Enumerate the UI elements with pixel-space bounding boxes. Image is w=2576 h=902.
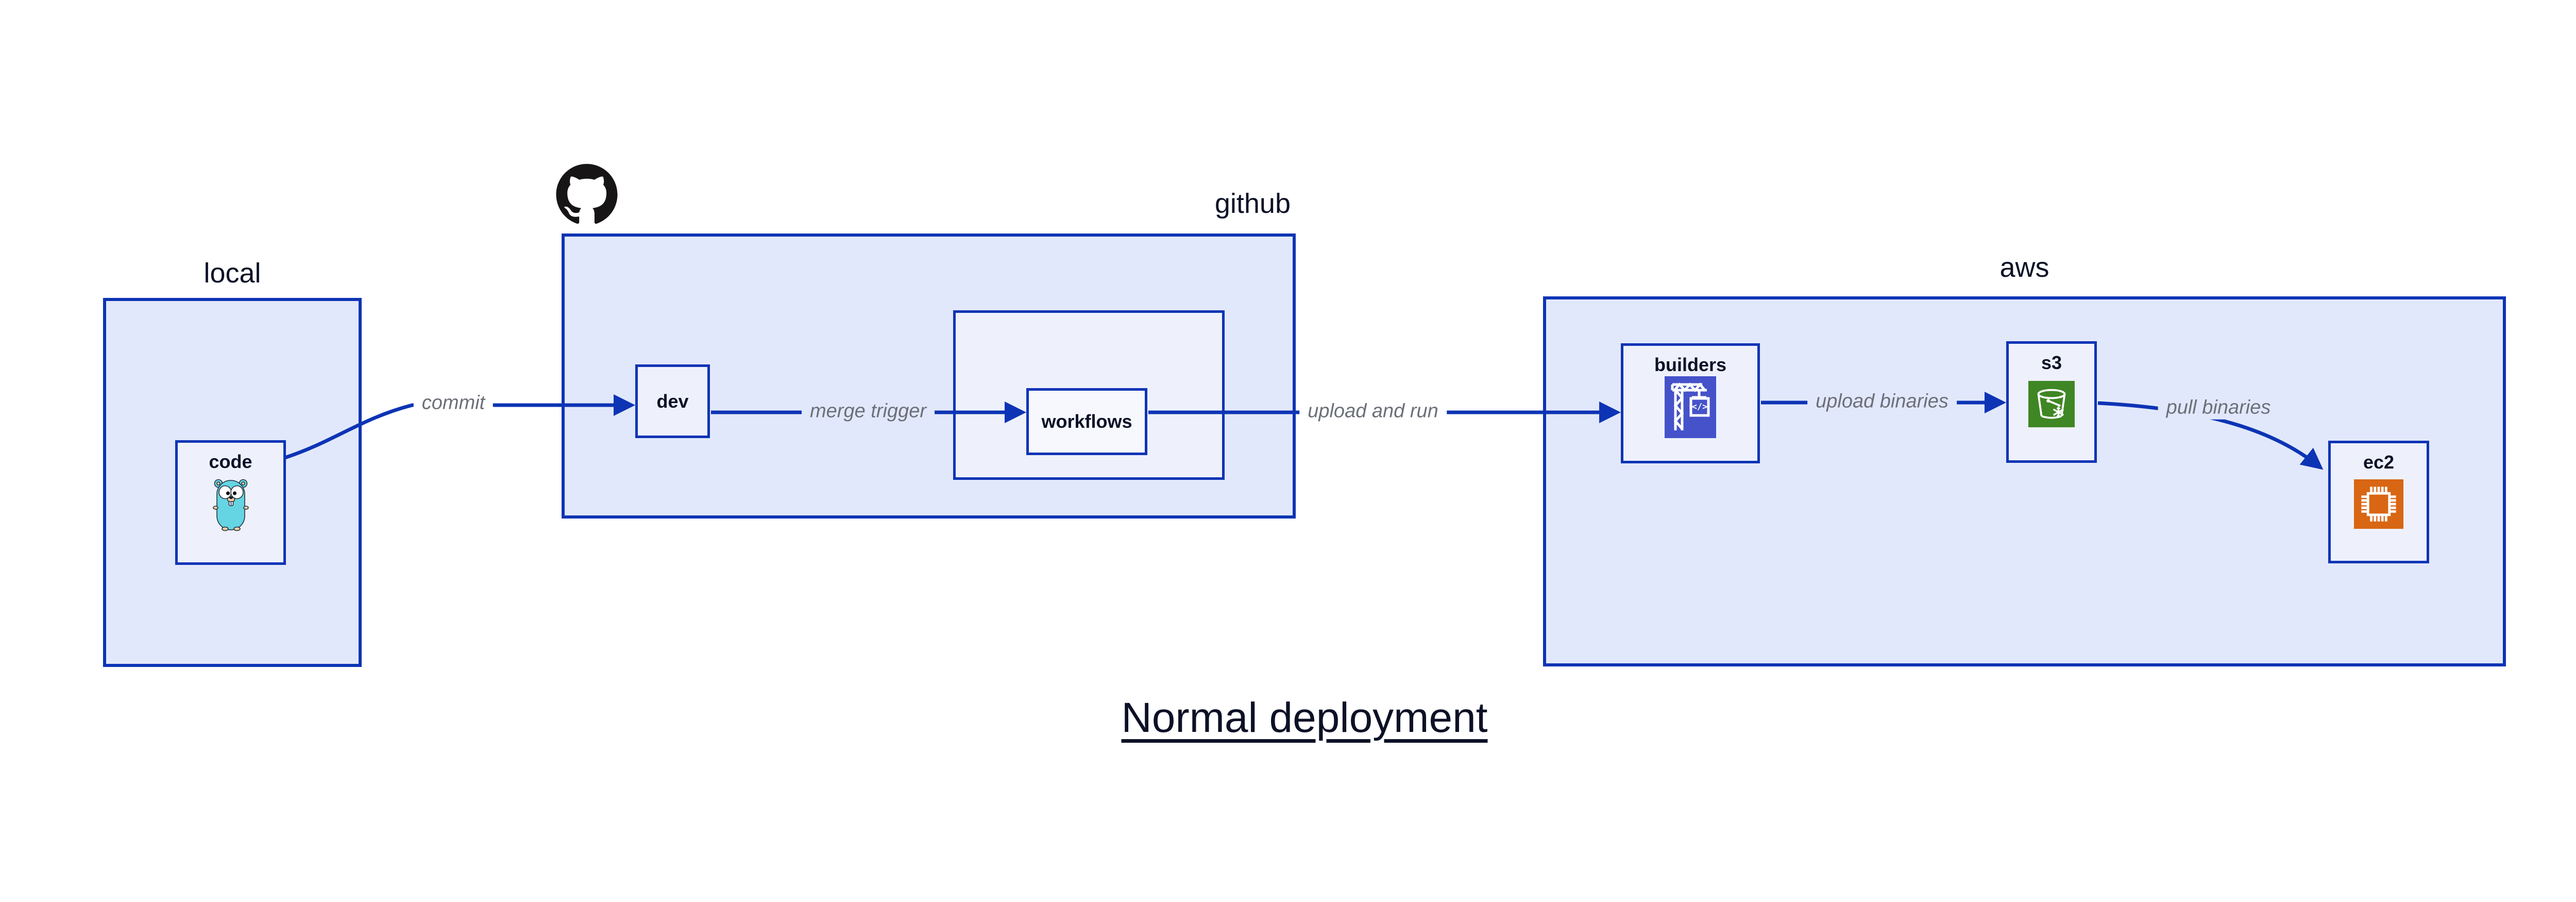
upload-binaries-edge-label: upload binaries <box>1807 389 1957 413</box>
merge-trigger-edge-label: merge trigger <box>802 399 935 423</box>
code-node-label: code <box>209 451 252 472</box>
commit-edge <box>284 394 635 460</box>
builders-node: builders </> <box>1621 343 1760 463</box>
code-node: code <box>175 440 286 565</box>
github-octocat-icon <box>556 164 618 224</box>
go-gopher-icon <box>212 479 249 531</box>
aws-ec2-chip-icon <box>2354 479 2403 529</box>
github-group-label: github <box>1214 188 1291 219</box>
s3-node-label: s3 <box>2041 352 2062 373</box>
pull-binaries-edge-label: pull binaries <box>2158 395 2279 420</box>
dev-node-label: dev <box>656 390 689 412</box>
builders-node-label: builders <box>1654 354 1727 375</box>
pull-binaries-edge <box>2097 401 2324 470</box>
upload-and-run-edge-label: upload and run <box>1299 399 1447 423</box>
ec2-node: ec2 <box>2328 441 2429 563</box>
s3-node: s3 <box>2006 341 2097 463</box>
ec2-node-label: ec2 <box>2363 452 2395 473</box>
aws-codebuild-icon: </> <box>1665 376 1716 438</box>
diagram-title: Normal deployment <box>1121 694 1488 741</box>
local-group-label: local <box>204 258 261 289</box>
workflows-node: workflows <box>1026 388 1147 455</box>
dev-node: dev <box>635 364 710 438</box>
aws-s3-glacier-bucket-icon <box>2028 381 2075 427</box>
svg-text:</>: </> <box>1692 402 1708 412</box>
workflows-node-label: workflows <box>1041 411 1132 432</box>
commit-edge-label: commit <box>413 391 494 415</box>
aws-group-label: aws <box>1999 252 2049 283</box>
